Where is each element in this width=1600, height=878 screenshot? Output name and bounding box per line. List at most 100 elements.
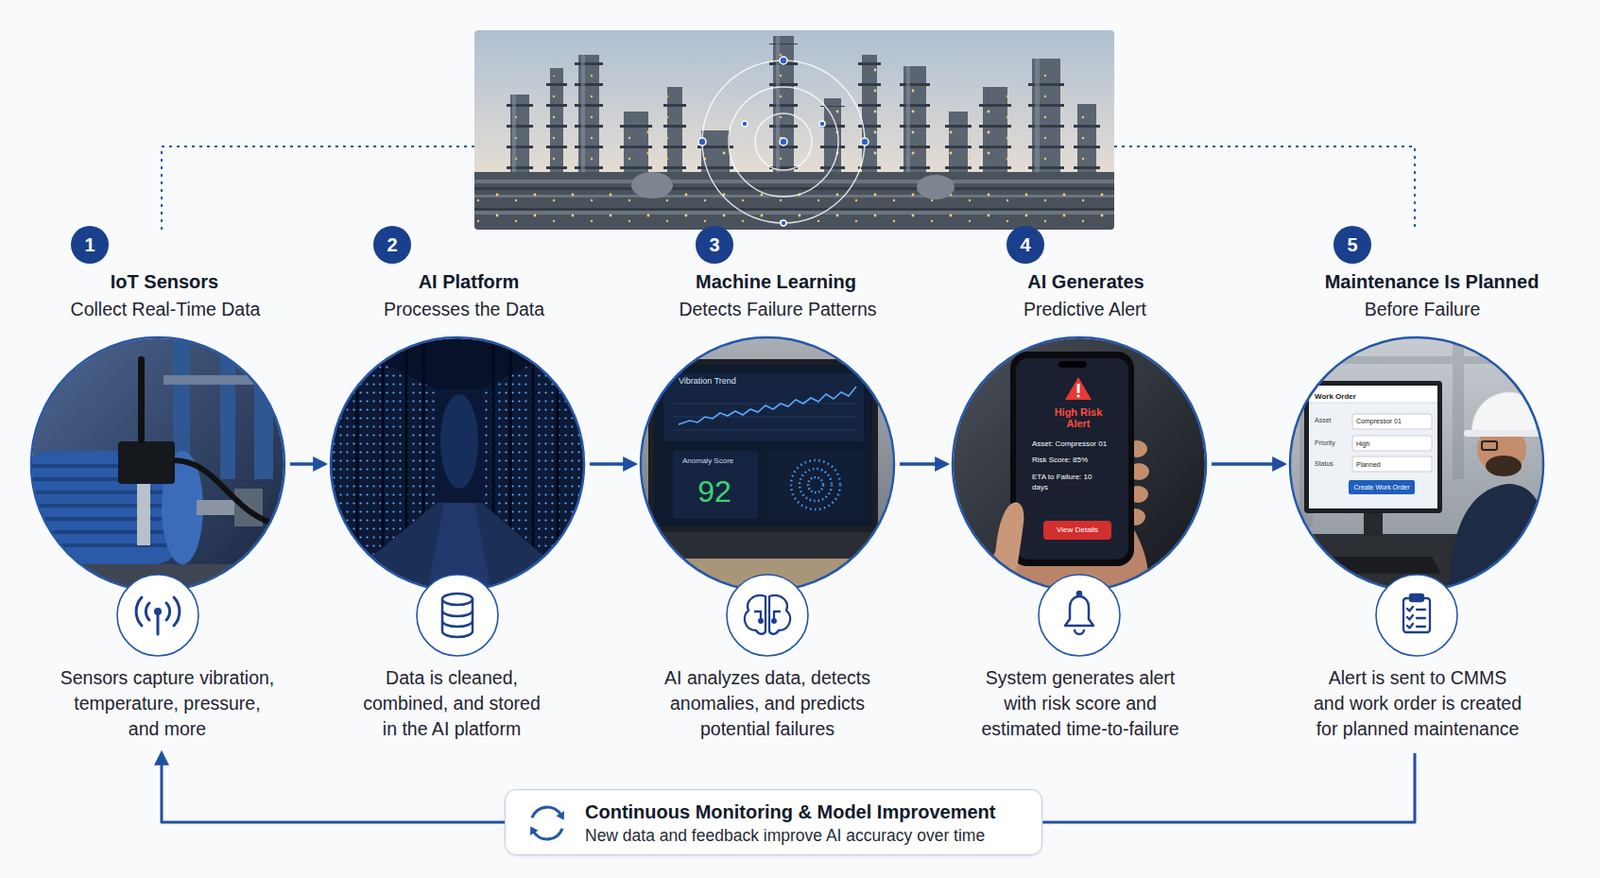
antenna-icon xyxy=(136,597,180,635)
database-icon xyxy=(442,620,473,627)
brain-icon xyxy=(754,611,761,620)
text-holder: Sensors capture vibration, temperature, … xyxy=(58,665,277,742)
database-icon xyxy=(471,599,475,632)
database-icon xyxy=(442,593,473,605)
refinery-photo xyxy=(474,184,1115,223)
laptop-illustration xyxy=(791,460,841,510)
checklist-icon xyxy=(1407,623,1413,629)
bell-icon xyxy=(1074,629,1084,635)
step-title: IoT Sensors xyxy=(22,270,307,293)
label-holder: ETA to Failure: 10 days xyxy=(1032,471,1099,493)
refinery-photo xyxy=(779,137,788,146)
step-subtitle: Processes the Data xyxy=(322,297,606,321)
checklist-icon xyxy=(1410,594,1424,602)
brain-icon xyxy=(744,595,791,635)
feedback-loop-box: Continuous Monitoring & Model Improvemen… xyxy=(504,789,1043,856)
engineer-illustration xyxy=(1352,413,1432,472)
label-holder: High Risk Alert xyxy=(1049,406,1108,430)
label-holder: View Details xyxy=(1039,525,1116,535)
laptop-illustration xyxy=(767,450,864,519)
engineer-illustration xyxy=(1304,380,1443,514)
server-illustration xyxy=(330,337,585,591)
phone-illustration xyxy=(952,337,1206,591)
step-number-badge: 1 xyxy=(70,225,109,264)
text-holder: AI Platform xyxy=(326,270,611,293)
screen-text: Create Work Order xyxy=(1343,482,1420,492)
engineer-illustration xyxy=(1308,402,1438,404)
text-holder: AI analyzes data, detects anomalies, and… xyxy=(653,665,881,742)
screen-text: Work Order xyxy=(1314,392,1357,402)
flow-arrow xyxy=(899,462,947,466)
dotted-bracket xyxy=(161,146,475,230)
step-subtitle: Predictive Alert xyxy=(943,297,1227,321)
laptop-illustration xyxy=(663,373,864,442)
engineer-illustration xyxy=(1363,513,1383,536)
laptop-illustration xyxy=(653,364,873,527)
brain-icon xyxy=(744,595,766,635)
engineer-illustration xyxy=(1308,385,1438,403)
sensor-illustration xyxy=(137,356,145,444)
checklist-icon xyxy=(1407,606,1413,612)
sensor-illustration xyxy=(118,441,175,484)
text-holder: 5 xyxy=(1346,234,1358,256)
step-title: AI Generates xyxy=(944,270,1228,293)
flow-arrow xyxy=(290,462,326,466)
engineer-illustration xyxy=(1352,435,1432,451)
database-icon xyxy=(442,610,473,617)
text-holder: 2 xyxy=(386,234,397,256)
database-icon xyxy=(442,593,473,637)
phone-illustration xyxy=(995,501,1024,591)
screen-text: Asset xyxy=(1314,415,1332,425)
phone-illustration xyxy=(952,337,1206,591)
sensor-illustration xyxy=(117,574,199,656)
step-circle: Machine LearningDetects Failure Patterns… xyxy=(640,337,895,591)
sensor-illustration xyxy=(31,490,173,495)
server-illustration xyxy=(330,337,585,656)
laptop-illustration xyxy=(672,416,859,418)
dotted-bracket xyxy=(1114,146,1415,230)
sensor-illustration xyxy=(31,543,173,548)
refinery-photo xyxy=(698,137,706,146)
screen-text: Planned xyxy=(1356,460,1381,469)
bell-icon xyxy=(1077,591,1082,596)
step-title: Maintenance Is Planned xyxy=(1290,270,1574,293)
phone-illustration xyxy=(1058,361,1087,368)
label-holder: Create Work Order xyxy=(1343,482,1420,492)
bell-icon xyxy=(1065,591,1094,635)
refinery-photo xyxy=(741,120,748,127)
screen-text: 92 xyxy=(686,475,743,508)
engineer-illustration xyxy=(1308,385,1438,509)
screen-text: ETA to Failure: 10 days xyxy=(1032,471,1099,493)
step-description: Alert is sent to CMMS and work order is … xyxy=(1312,665,1524,742)
sensor-illustration xyxy=(137,479,151,546)
label-holder: Vibration Trend xyxy=(678,376,737,387)
label-holder: 92 xyxy=(686,475,743,508)
label-holder: Work Order xyxy=(1314,392,1357,402)
engineer-illustration xyxy=(1290,337,1544,591)
text-holder: Continuous Monitoring & Model Improvemen… xyxy=(584,799,996,825)
laptop-illustration xyxy=(672,403,859,405)
step-number-badge: 3 xyxy=(695,225,734,264)
server-illustration xyxy=(440,394,479,489)
text-holder: Data is cleaned, combined, and stored in… xyxy=(358,665,546,742)
antenna-icon xyxy=(145,602,150,620)
checklist-icon xyxy=(1403,598,1430,633)
brain-icon xyxy=(769,595,791,635)
text-holder: New data and feedback improve AI accurac… xyxy=(584,824,996,847)
screen-text: Anomaly Score xyxy=(682,456,734,466)
checklist-icon xyxy=(1416,625,1426,628)
refinery-photo xyxy=(474,30,1115,230)
screen-text: Compressor 01 xyxy=(1356,416,1402,426)
antenna-icon xyxy=(166,602,171,620)
engineer-illustration xyxy=(1290,337,1555,591)
engineer-illustration xyxy=(1485,455,1522,477)
server-illustration xyxy=(330,337,585,591)
brain-icon xyxy=(774,611,781,620)
text-holder: Maintenance Is Planned xyxy=(1290,270,1574,293)
step-number: 2 xyxy=(386,234,397,256)
laptop-illustration xyxy=(621,337,904,656)
refinery-photo xyxy=(702,60,865,224)
